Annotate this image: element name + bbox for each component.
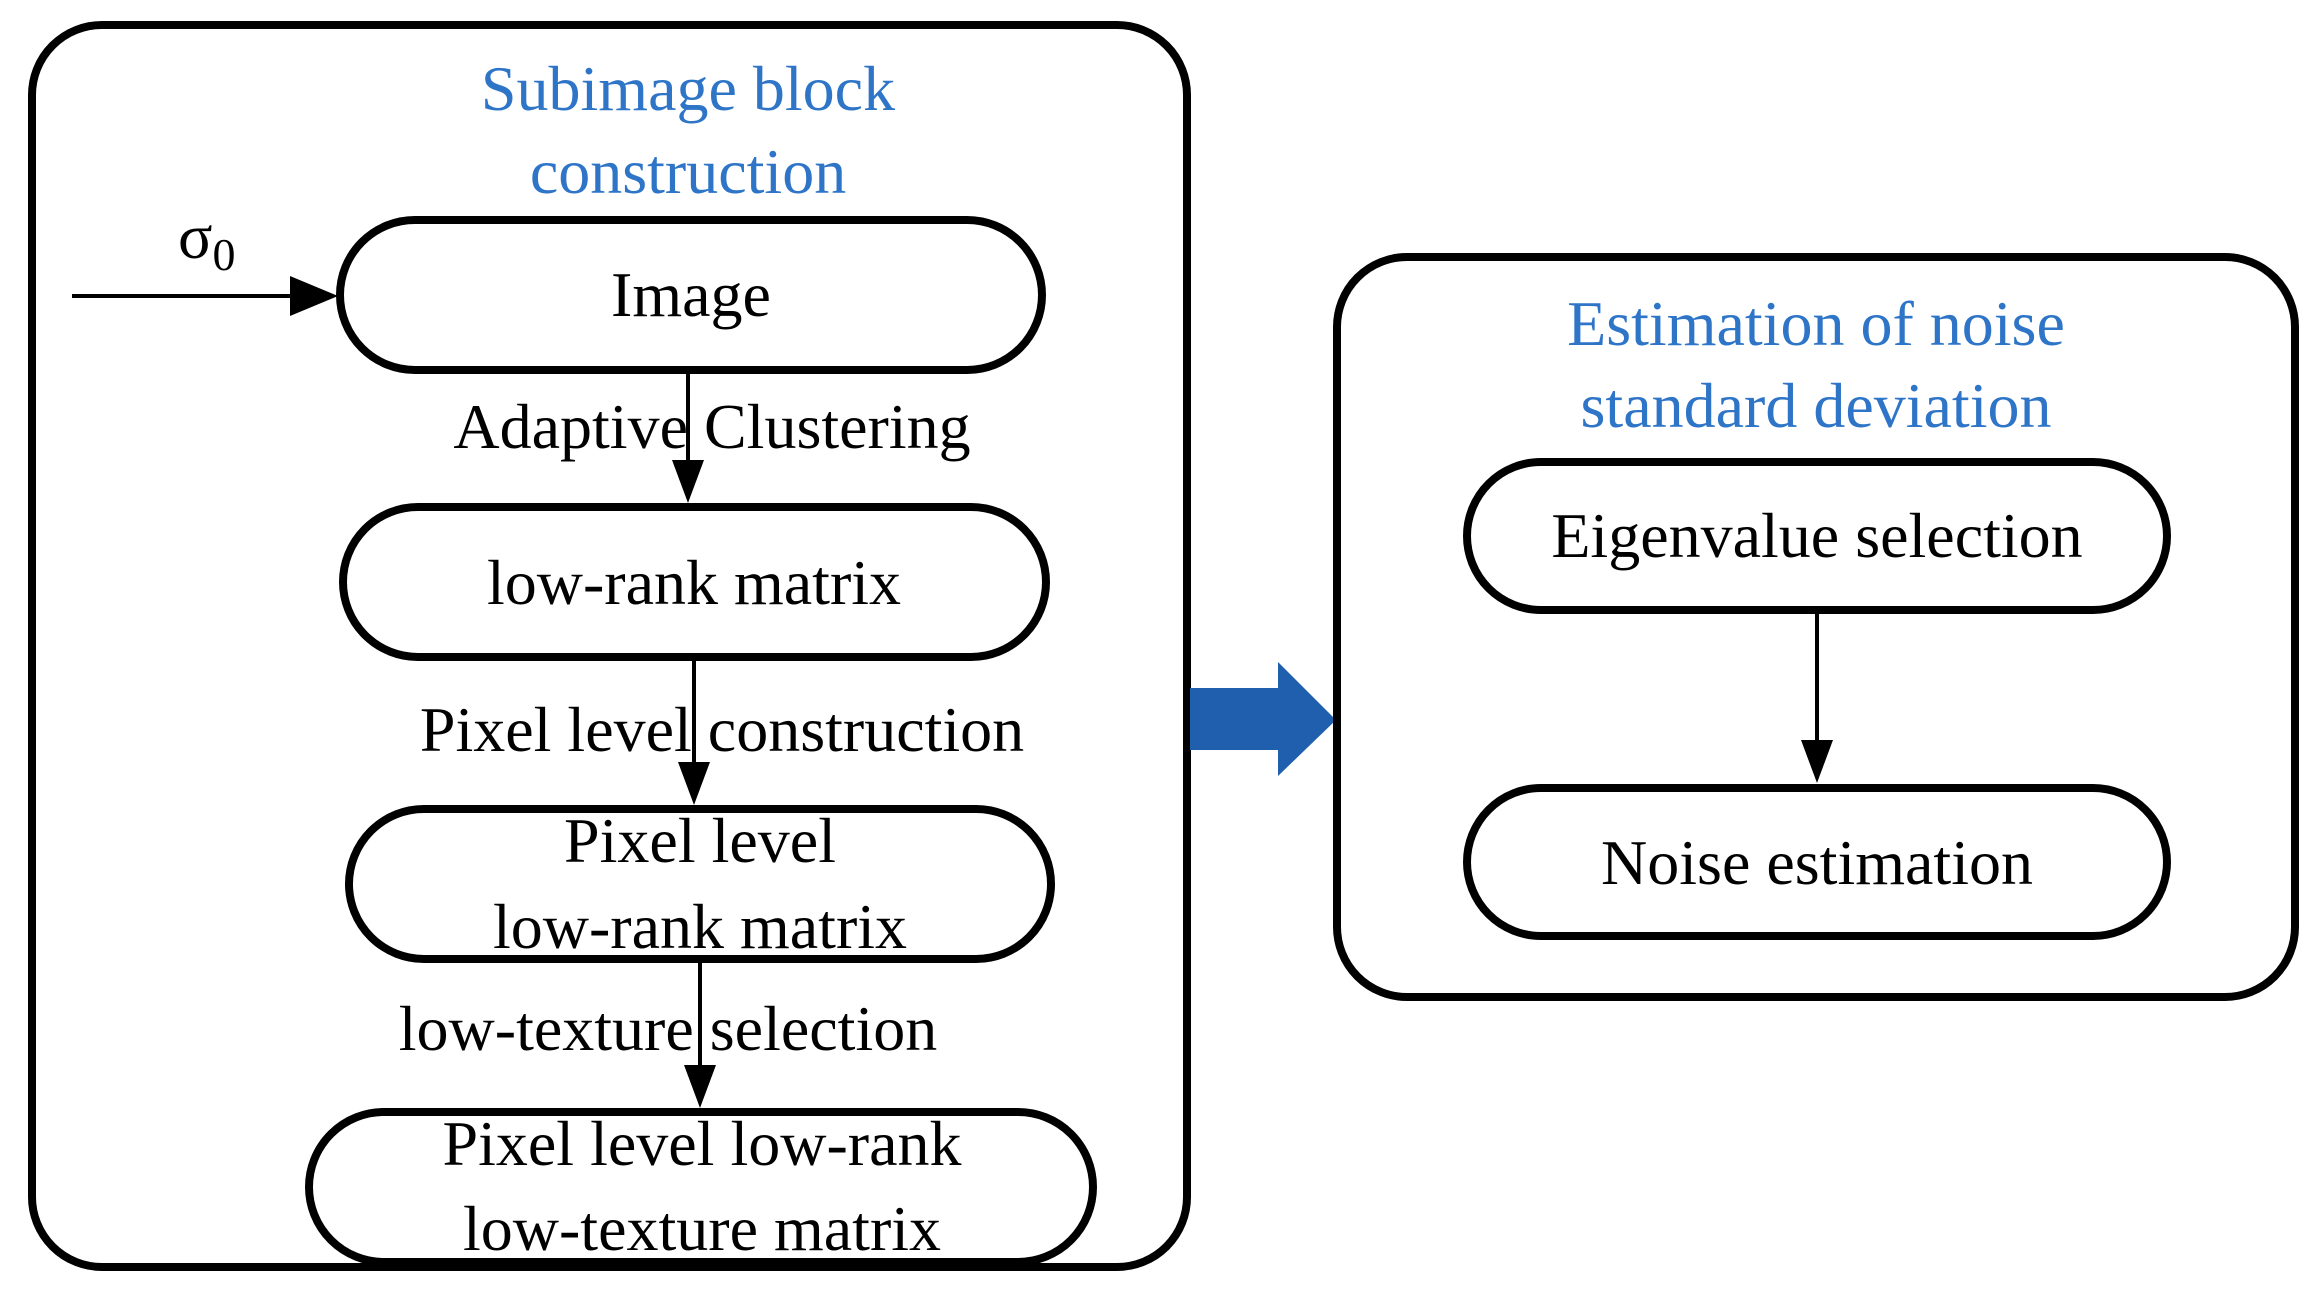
arrowhead-image-to-lowrank	[672, 460, 704, 503]
eigenvalue-selection-label: Eigenvalue selection	[1551, 500, 2082, 571]
sigma-subscript: 0	[213, 229, 236, 280]
noise-estimation-node	[1463, 784, 2171, 940]
adaptive-clustering-label: Adaptive Clustering	[453, 391, 970, 462]
sigma-symbol: σ	[178, 201, 213, 272]
final-matrix-label-line2: low-texture matrix	[463, 1193, 941, 1264]
right-panel-title-line2: standard deviation	[1581, 370, 2052, 441]
arrowhead-pixel-to-final	[684, 1065, 716, 1108]
block-arrow	[1190, 662, 1336, 776]
arrowhead-lowrank-to-pixel	[678, 762, 710, 805]
low-texture-selection-label: low-texture selection	[399, 993, 937, 1064]
right-panel-title-line1: Estimation of noise	[1567, 288, 2065, 359]
sigma-label: σ0	[178, 201, 236, 280]
arrowhead-eigen-to-noise	[1801, 740, 1833, 783]
image-node	[336, 216, 1046, 374]
pixel-level-label-line1: Pixel level	[564, 805, 836, 876]
final-matrix-label-line1: Pixel level low-rank	[443, 1108, 962, 1179]
input-arrowhead	[290, 276, 338, 316]
pixel-level-label-line2: low-rank matrix	[493, 891, 907, 962]
pixel-level-construction-label: Pixel level construction	[420, 694, 1024, 765]
low-rank-matrix-label: low-rank matrix	[487, 547, 901, 618]
image-node-label: Image	[611, 259, 771, 330]
left-panel-title-line1: Subimage block	[481, 53, 895, 124]
final-matrix-node	[305, 1108, 1097, 1266]
left-panel-title-line2: construction	[530, 136, 846, 207]
noise-estimation-label: Noise estimation	[1601, 827, 2033, 898]
